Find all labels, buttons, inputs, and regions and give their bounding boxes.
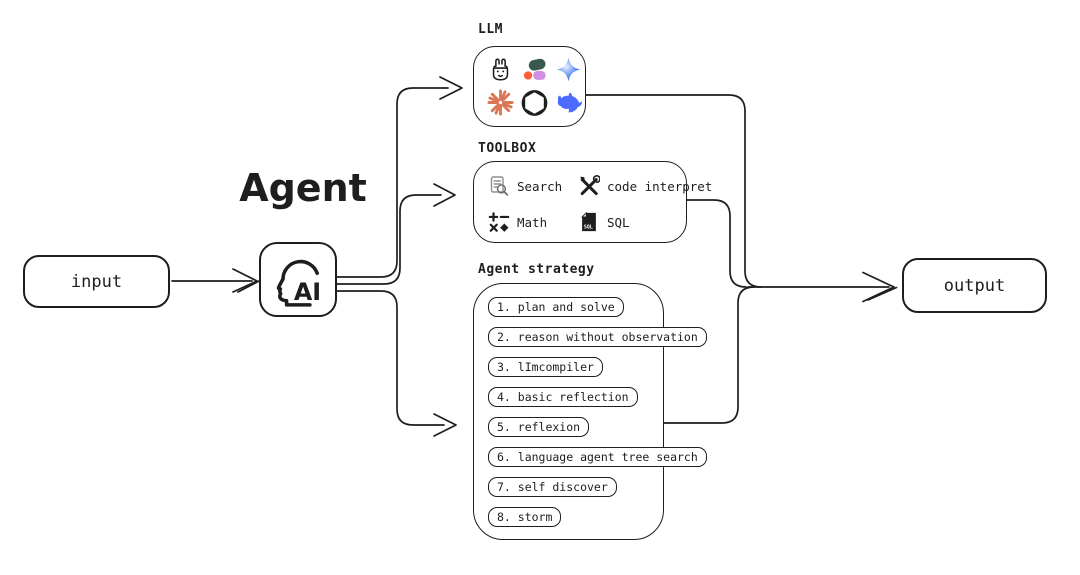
toolbox-panel: Search code interpret Math: [473, 161, 712, 243]
arrowhead-output-extra-stroke: [867, 286, 898, 301]
tool-code-interpret: code interpret: [578, 175, 712, 197]
tool-sql-label: SQL: [607, 214, 630, 230]
cohere-icon: [523, 58, 546, 80]
crossed-tools-icon: [580, 175, 600, 196]
tool-math-label: Math: [517, 214, 548, 230]
line-llm-to-merge: [585, 94, 762, 288]
llama-icon: [492, 58, 509, 81]
search-doc-icon: [490, 176, 509, 196]
output-label: output: [943, 275, 1006, 296]
toolbox-title: TOOLBOX: [478, 141, 537, 156]
strategy-title: Agent strategy: [478, 262, 595, 277]
arrowhead-agent-to-strategy: [433, 413, 457, 437]
strategy-panel: 1. plan and solve 2. reason without obse…: [473, 283, 707, 540]
ai-head-text: AI: [294, 278, 321, 306]
agent-node: AI: [259, 242, 337, 317]
ai-head-icon: AI: [276, 259, 321, 307]
arrowhead-to-output: [862, 271, 895, 303]
openai-icon: [521, 90, 548, 116]
llm-panel: [473, 46, 586, 127]
sql-file-icon: SQL: [581, 211, 596, 232]
claude-icon: [487, 89, 514, 116]
strategy-item: 5. reflexion: [488, 417, 590, 437]
llm-title: LLM: [478, 22, 503, 37]
arrowhead-agent-to-toolbox: [433, 183, 456, 207]
tool-search-label: Search: [517, 178, 563, 194]
tool-sql: SQL SQL: [578, 211, 712, 233]
tool-search: Search: [488, 175, 578, 197]
svg-text:SQL: SQL: [584, 224, 593, 230]
arrow-agent-to-llm: [336, 87, 449, 278]
line-strategy-to-merge: [663, 286, 755, 424]
arrow-agent-to-toolbox: [336, 194, 442, 285]
strategy-item: 3. lImcompiler: [488, 357, 603, 377]
strategy-item: 7. self discover: [488, 477, 617, 497]
output-node: output: [902, 258, 1047, 313]
input-label: input: [70, 271, 123, 292]
strategy-item: 1. plan and solve: [488, 297, 624, 317]
tool-code-interpret-label: code interpret: [607, 178, 713, 194]
tool-math: Math: [488, 211, 578, 233]
agent-title: Agent: [239, 166, 367, 210]
strategy-item: 2. reason without observation: [488, 327, 707, 347]
input-node: input: [23, 255, 170, 308]
strategy-item: 8. storm: [488, 507, 562, 527]
gemini-icon: [556, 57, 581, 82]
strategy-item: 6. language agent tree search: [488, 447, 707, 467]
strategy-item: 4. basic reflection: [488, 387, 638, 407]
deepseek-whale-icon: [557, 92, 582, 113]
line-toolbox-to-merge: [686, 199, 747, 288]
arrowhead-input-extra-stroke: [237, 279, 261, 293]
arrowhead-agent-to-llm: [439, 76, 463, 100]
arrow-agent-to-strategy: [336, 290, 445, 426]
math-operations-icon: [488, 212, 510, 232]
arrowhead-input-to-agent: [232, 268, 258, 293]
